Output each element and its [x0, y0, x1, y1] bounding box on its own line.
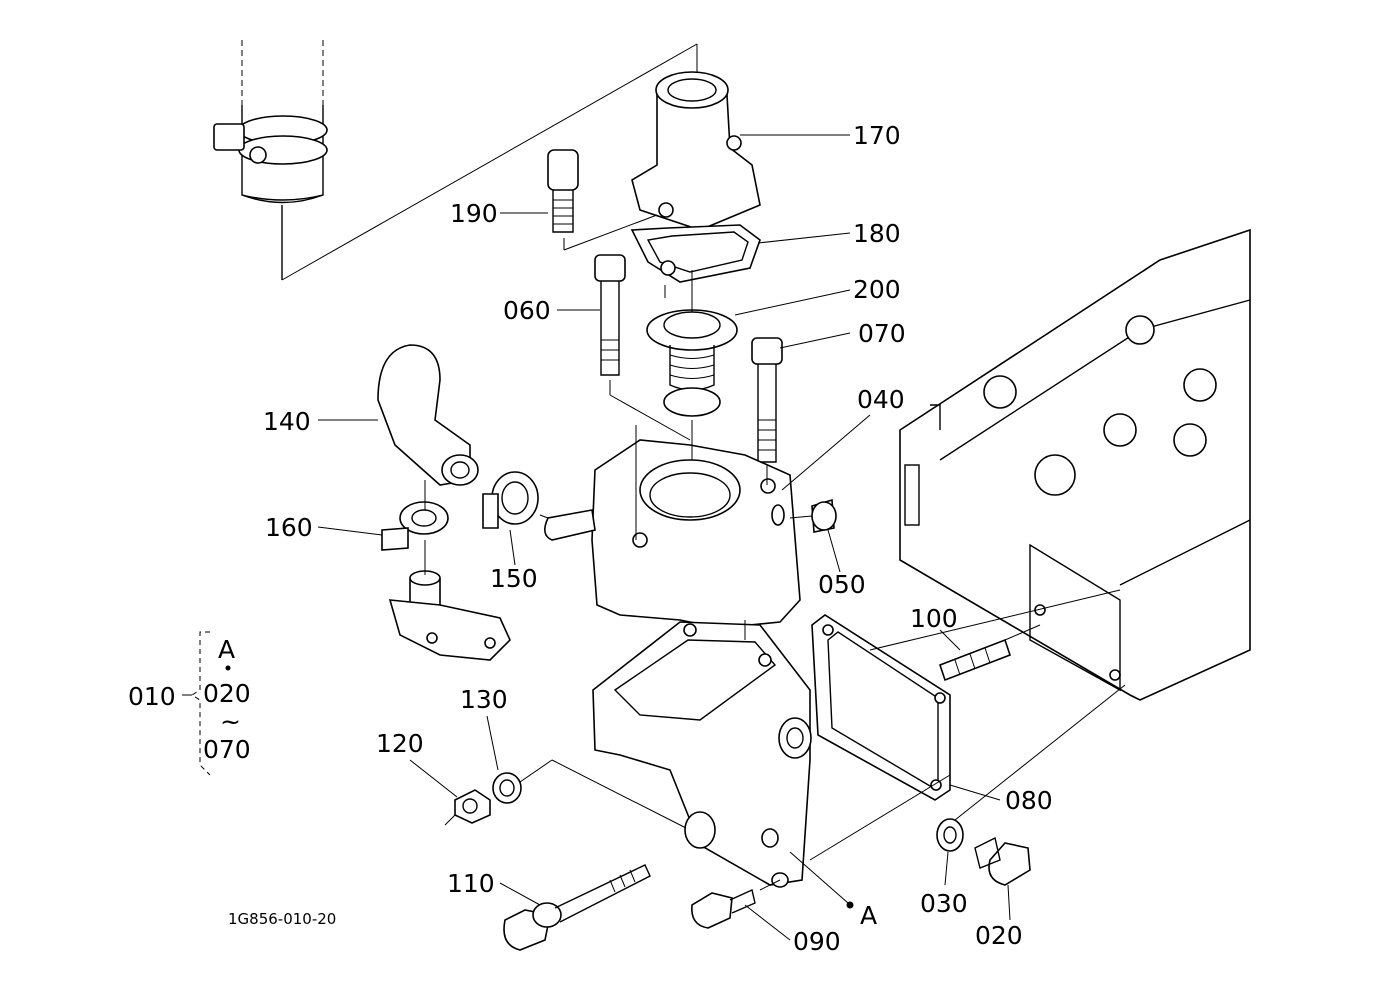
bolt-190-drawing: [547, 149, 579, 233]
group-range-from: 020: [203, 679, 251, 708]
nut-120-drawing: [454, 789, 491, 824]
plug-020-drawing: [974, 836, 1031, 886]
callout-120: 120: [376, 729, 424, 758]
thermostat-housing-drawing: [544, 439, 801, 629]
callout-090: 090: [793, 927, 841, 956]
cylinder-head-drawing: [899, 228, 1251, 701]
callout-150: 150: [490, 564, 538, 593]
group-main-number: 010: [128, 682, 176, 711]
hose-pipe-drawing: [213, 40, 328, 280]
callout-020: 020: [975, 921, 1023, 950]
callout-030: 030: [920, 889, 968, 918]
callout-200: 200: [853, 275, 901, 304]
washer-130-drawing: [492, 772, 522, 804]
washer-030-drawing: [936, 818, 964, 852]
group-ref-dot: [225, 665, 231, 671]
clamp-160-and-pipe-drawing: [381, 501, 511, 661]
ref-marker-label: A: [860, 901, 877, 930]
ref-marker-dot: [846, 901, 854, 909]
callout-160: 160: [265, 513, 313, 542]
stud-100-drawing: [938, 638, 1012, 682]
hose-clamp-150-drawing: [482, 471, 539, 529]
group-bracket: [182, 631, 211, 776]
callout-050: 050: [818, 570, 866, 599]
thermostat-200-drawing: [646, 300, 738, 417]
plug-090-drawing: [691, 889, 756, 929]
callout-070: 070: [858, 319, 906, 348]
bolt-060-drawing: [594, 254, 626, 376]
hose-leader-line: [281, 43, 698, 281]
callout-180: 180: [853, 219, 901, 248]
group-range-to: 070: [203, 735, 251, 764]
drawing-id: 1G856-010-20: [228, 910, 336, 928]
lower-housing-drawing: [592, 621, 812, 888]
callout-060: 060: [503, 296, 551, 325]
plug-050-drawing: [811, 498, 837, 533]
group-ref-letter: A: [218, 635, 235, 664]
group-range-tilde: ~: [220, 707, 241, 736]
assembly-guide-lines: [424, 214, 1126, 891]
water-outlet-flange-drawing: [631, 71, 761, 231]
callout-140: 140: [263, 407, 311, 436]
bolt-070-drawing: [751, 337, 783, 463]
gasket-080-drawing: [811, 614, 951, 801]
callout-190: 190: [450, 199, 498, 228]
gasket-180-drawing: [630, 224, 761, 283]
callout-leaders: [317, 134, 1011, 941]
callout-100: 100: [910, 604, 958, 633]
callout-040: 040: [857, 385, 905, 414]
bypass-hose-140-drawing: [377, 344, 479, 486]
callout-170: 170: [853, 121, 901, 150]
callout-110: 110: [447, 869, 495, 898]
callout-130: 130: [460, 685, 508, 714]
callout-080: 080: [1005, 786, 1053, 815]
bolt-110-drawing: [503, 864, 651, 951]
